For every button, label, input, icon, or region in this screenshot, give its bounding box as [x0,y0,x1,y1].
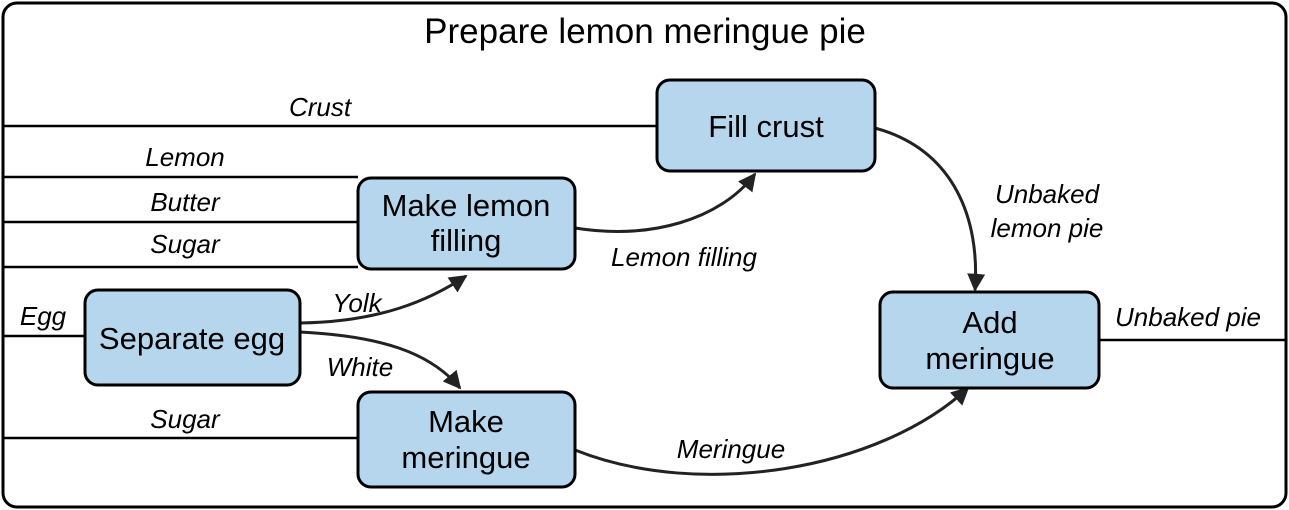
yolk-label: Yolk [332,288,383,318]
butter-label: Butter [150,187,221,217]
make-meringue-label-line2: meringue [401,440,530,475]
yolk-arrow [299,274,468,325]
unbaked-lemon-pie-arrow [874,126,986,292]
lemon-filling-label: Lemon filling [611,242,758,272]
lemon-filling-arrow [574,172,757,233]
meringue-label: Meringue [677,434,785,464]
add-meringue-box [878,290,1101,390]
meringue-arrow [574,386,970,476]
process-fill-crust: Fill crust [655,78,877,173]
unbaked-lemon-pie-label-line1: Unbaked [995,179,1101,209]
make-lemon-filling-label-line1: Make lemon [382,188,551,223]
make-meringue-box [356,390,577,489]
separate-egg-label: Separate egg [99,321,285,356]
fill-crust-box [655,78,877,173]
white-label: White [327,352,393,382]
white-arrow [299,330,462,390]
sugar-meringue-label: Sugar [150,404,221,434]
unbaked-pie-label: Unbaked pie [1115,302,1261,332]
unbaked-lemon-pie-label-line2: lemon pie [991,213,1104,243]
make-lemon-filling-label-line2: filling [431,223,502,258]
diagram-title: Prepare lemon meringue pie [424,12,866,51]
crust-label: Crust [289,92,353,122]
process-separate-egg: Separate egg [83,288,302,387]
lemon-label: Lemon [145,142,225,172]
process-make-lemon-filling: Make lemon filling [356,176,577,271]
add-meringue-label-line1: Add [962,305,1017,340]
egg-label: Egg [20,301,67,331]
add-meringue-label-line2: meringue [925,341,1054,376]
separate-egg-box [83,288,302,387]
sugar-filling-label: Sugar [150,229,221,259]
process-make-meringue: Make meringue [356,390,577,489]
process-add-meringue: Add meringue [878,290,1101,390]
make-meringue-label-line1: Make [428,404,504,439]
fill-crust-label: Fill crust [708,109,824,144]
make-lemon-filling-box [356,176,577,271]
